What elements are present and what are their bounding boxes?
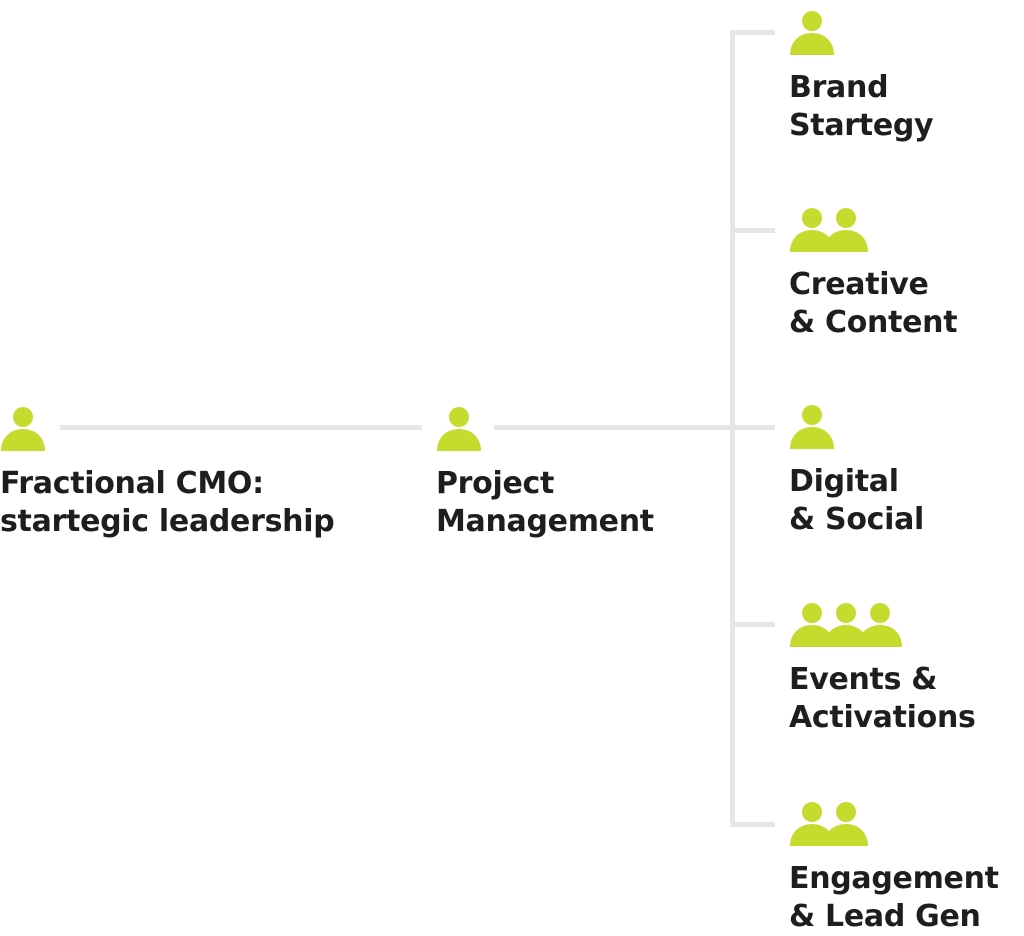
person-icon	[437, 407, 481, 451]
person-icon	[790, 405, 834, 449]
person-icon	[1, 407, 45, 451]
person-icon	[824, 603, 868, 647]
connector-branch-digital	[730, 425, 775, 430]
node-label: Digital & Social	[789, 464, 925, 537]
person-icon	[790, 802, 834, 846]
connector-branch-engagement	[730, 822, 775, 827]
node-icons	[0, 405, 334, 451]
node-label: Project Management	[436, 466, 654, 539]
node-icons	[789, 800, 999, 846]
node-icons	[789, 601, 976, 647]
node-digital-social: Digital & Social	[789, 403, 924, 539]
connector-branch-creative	[730, 228, 775, 233]
person-icon	[824, 802, 868, 846]
connector-branch-brand	[730, 30, 775, 35]
node-brand-strategy: Brand Startegy	[789, 9, 934, 145]
node-icons	[789, 9, 933, 55]
node-label: Engagement & Lead Gen	[789, 861, 999, 934]
node-creative-content: Creative & Content	[789, 206, 958, 342]
connector-branch-events	[730, 622, 775, 627]
node-icons	[789, 206, 957, 252]
node-label: Fractional CMO: startegic leadership	[0, 466, 335, 539]
node-label: Brand Startegy	[789, 70, 934, 143]
node-icons	[436, 405, 654, 451]
person-icon	[790, 208, 834, 252]
person-icon	[858, 603, 902, 647]
node-icons	[789, 403, 924, 449]
node-fractional-cmo: Fractional CMO: startegic leadership	[0, 405, 335, 541]
node-label: Creative & Content	[789, 267, 958, 340]
node-project-management: Project Management	[436, 405, 654, 541]
person-icon	[824, 208, 868, 252]
node-label: Events & Activations	[789, 662, 976, 735]
connector-pm-to-trunk	[494, 425, 735, 430]
node-events-activations: Events & Activations	[789, 601, 976, 737]
person-icon	[790, 603, 834, 647]
person-icon	[790, 11, 834, 55]
node-engagement-lead-gen: Engagement & Lead Gen	[789, 800, 999, 936]
connector-cmo-to-pm	[60, 425, 422, 430]
